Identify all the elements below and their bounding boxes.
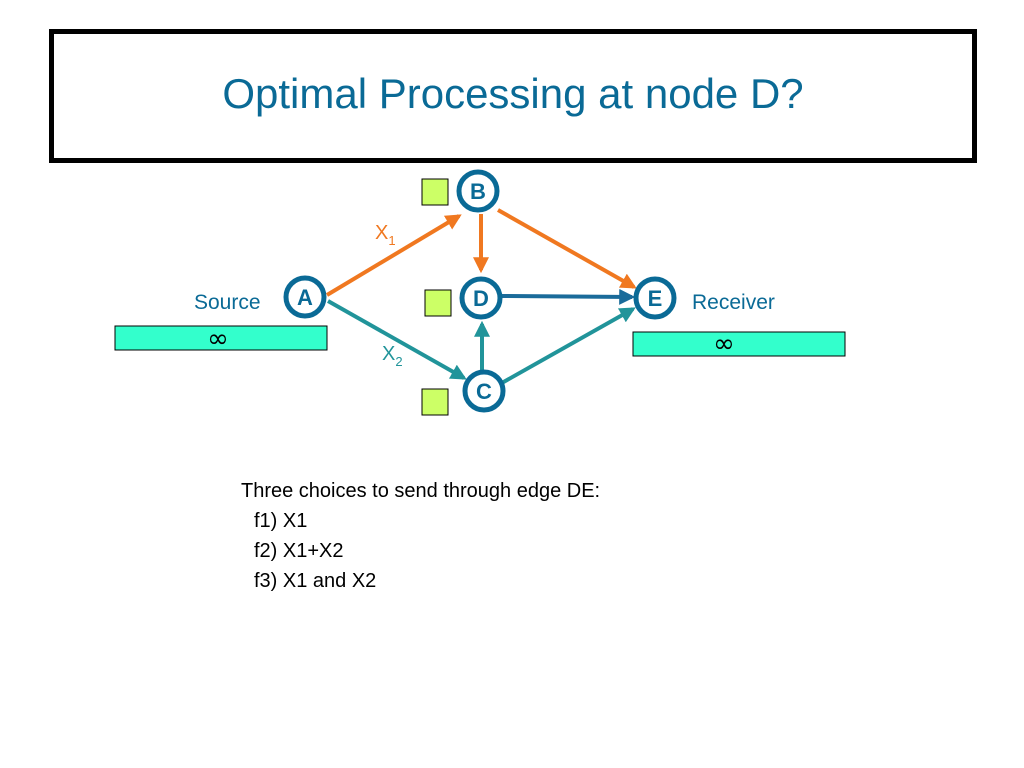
- edge-c-e: [499, 307, 636, 386]
- node-c: C: [462, 369, 506, 413]
- buffer-d: [424, 289, 452, 317]
- buffer-c: [421, 388, 449, 416]
- choice-item-f1: f1) X1: [254, 510, 308, 532]
- node-a-label: A: [297, 285, 313, 310]
- node-b: B: [456, 169, 500, 213]
- node-c-label: C: [476, 379, 492, 404]
- receiver-label: Receiver: [692, 291, 775, 314]
- node-b-label: B: [470, 179, 486, 204]
- notes-heading: Three choices to send through edge DE:: [241, 480, 601, 502]
- node-d: D: [459, 276, 503, 320]
- x1-label: X1: [375, 222, 396, 248]
- choice-item-f3: f3) X1 and X2: [254, 570, 377, 592]
- receiver-capacity-value: ∞: [713, 329, 735, 359]
- edge-a-b: [325, 214, 462, 297]
- buffer-b: [421, 178, 449, 206]
- page-title: Optimal Processing at node D?: [222, 70, 804, 117]
- receiver-capacity-bar: [632, 331, 846, 357]
- choices-notes: Three choices to send through edge DE: f…: [241, 476, 600, 596]
- node-e: E: [633, 276, 677, 320]
- node-a: A: [283, 275, 327, 319]
- edge-b-e: [497, 208, 637, 289]
- node-e-label: E: [648, 286, 663, 311]
- source-label: Source: [194, 291, 261, 314]
- edge-a-c: [327, 299, 467, 380]
- edge-d-e: [501, 288, 636, 305]
- source-capacity-bar: [114, 325, 328, 351]
- choice-item-f2: f2) X1+X2: [254, 540, 344, 562]
- x2-label: X2: [382, 343, 403, 369]
- title-box: Optimal Processing at node D?: [49, 29, 977, 163]
- source-capacity-value: ∞: [207, 324, 229, 354]
- node-d-label: D: [473, 286, 489, 311]
